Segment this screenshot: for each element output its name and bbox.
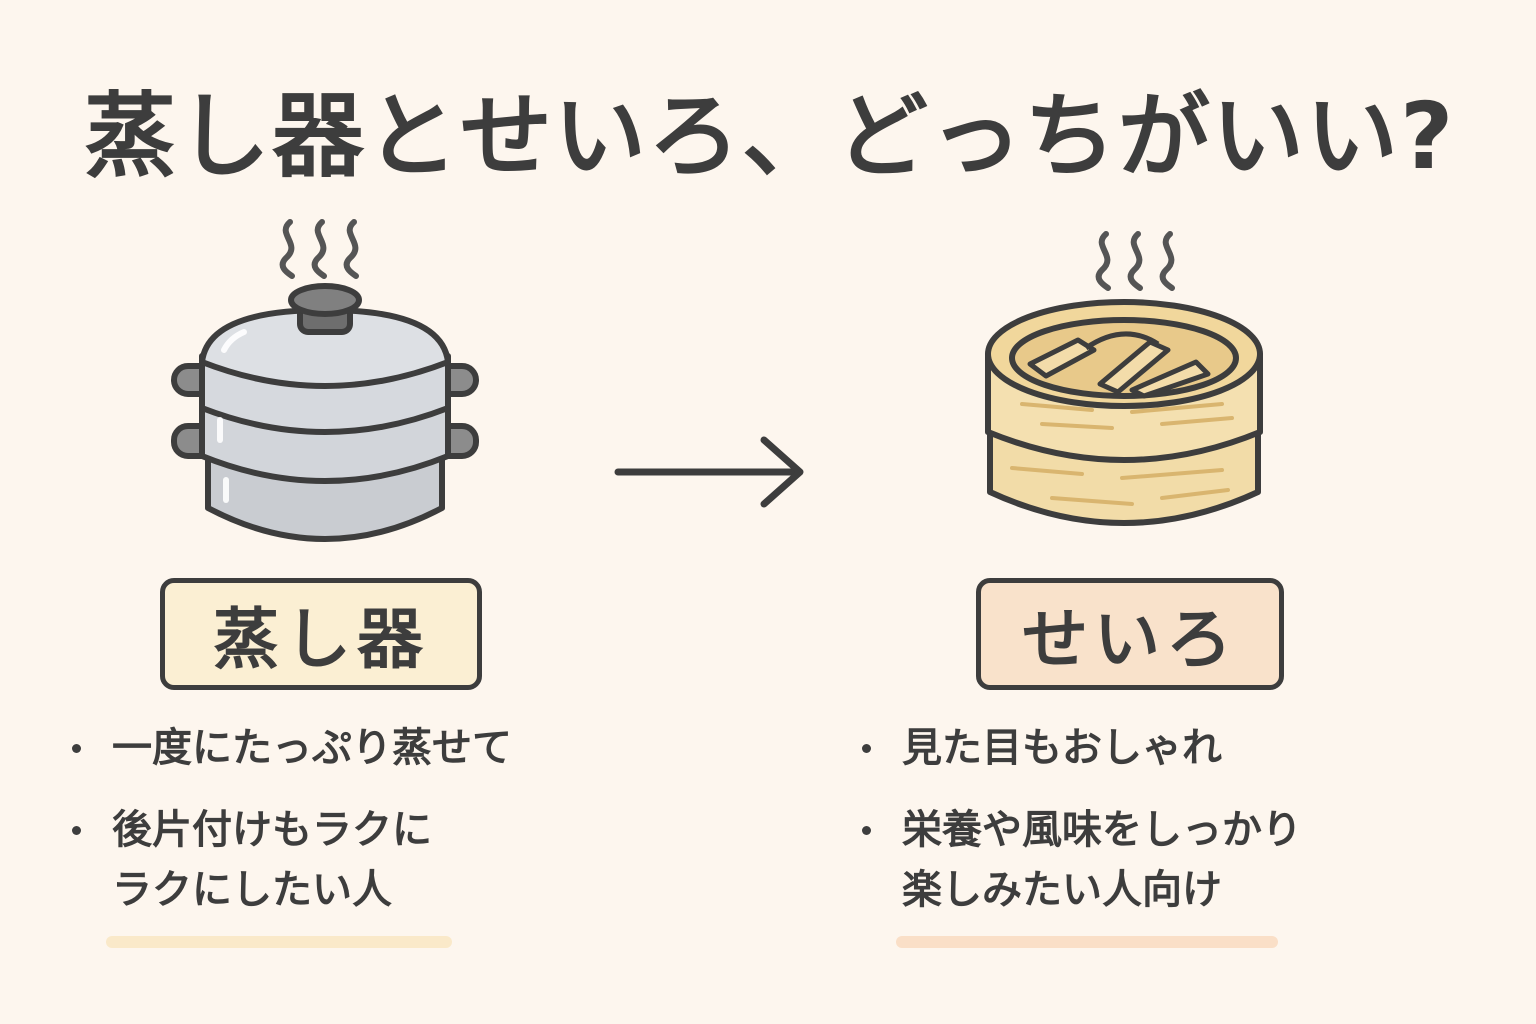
highlight-underline (896, 936, 1278, 948)
seiro-label: せいろ (976, 578, 1284, 690)
arrow-right-icon (614, 436, 804, 508)
seiro-feature-list: 見た目もおしゃれ 栄養や風味をしっかり 楽しみたい人向け (860, 718, 1420, 942)
highlight-underline (106, 936, 452, 948)
steamer-pot-icon (171, 283, 479, 542)
steamer-label: 蒸し器 (160, 578, 482, 690)
list-item: 後片付けもラクに ラクにしたい人 (70, 800, 530, 920)
list-item: 一度にたっぷり蒸せて (70, 718, 530, 778)
bamboo-steamer-icon (985, 299, 1263, 526)
list-item: 見た目もおしゃれ (860, 718, 1420, 778)
steam-icon (1095, 231, 1175, 291)
steamer-feature-list: 一度にたっぷり蒸せて 後片付けもラクに ラクにしたい人 (70, 718, 530, 942)
steam-icon (279, 219, 359, 279)
page-title: 蒸し器とせいろ、どっちがいい? (84, 83, 1456, 190)
list-item: 栄養や風味をしっかり 楽しみたい人向け (860, 800, 1420, 920)
